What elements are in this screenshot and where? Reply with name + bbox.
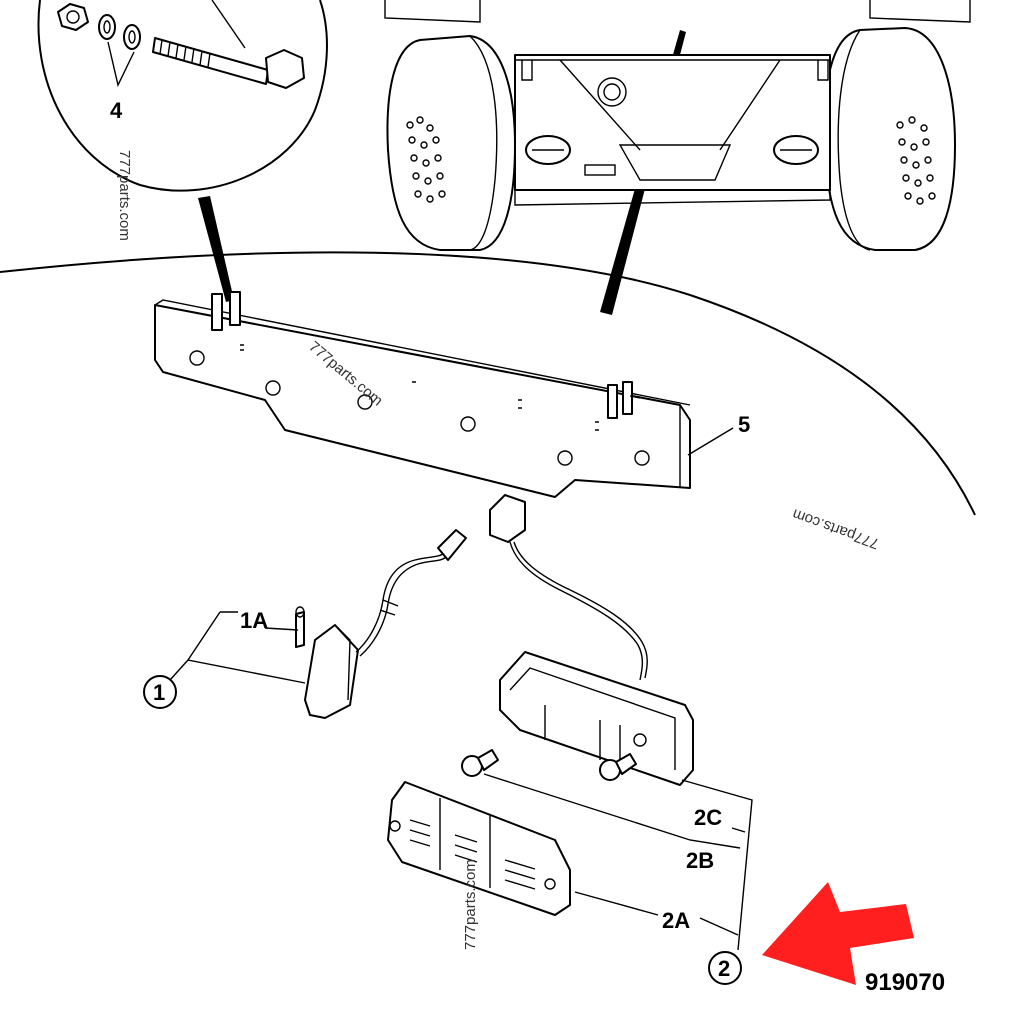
figure-number: 919070 [865, 969, 945, 996]
washer-icon [123, 24, 141, 50]
callout-2: 2 [718, 956, 730, 981]
detail-boundary-arc [0, 251, 976, 516]
callout-2-circle [708, 951, 742, 985]
bulb-icon [599, 753, 637, 781]
callout-1: 1 [153, 680, 165, 705]
watermark: 777parts.com [462, 859, 479, 950]
detail-inset-hardware: 4 777parts.com [37, 0, 328, 241]
nut-icon [57, 3, 89, 31]
callout-5: 5 [738, 412, 750, 437]
watermark: 777parts.com [116, 150, 133, 241]
side-marker-lamp: 1A 1 [143, 529, 467, 719]
vehicle-rear-view [384, 0, 971, 251]
bolt-icon [152, 37, 305, 89]
red-arrow-icon [762, 882, 914, 985]
bulb-icon [461, 749, 499, 777]
watermark: 777parts.com [790, 505, 881, 552]
callout-1-circle [143, 675, 177, 709]
washer-icon [98, 14, 116, 40]
tail-lamp-assembly: 2C 2B 2A 2 [387, 494, 753, 985]
callout-1a: 1A [240, 608, 268, 633]
callout-2b: 2B [686, 848, 714, 873]
pointer-wedge-left [198, 196, 234, 302]
callout-2a: 2A [662, 908, 690, 933]
callout-4: 4 [110, 98, 123, 123]
rear-frame-bar: 5 [154, 291, 750, 498]
callout-2c: 2C [694, 805, 722, 830]
